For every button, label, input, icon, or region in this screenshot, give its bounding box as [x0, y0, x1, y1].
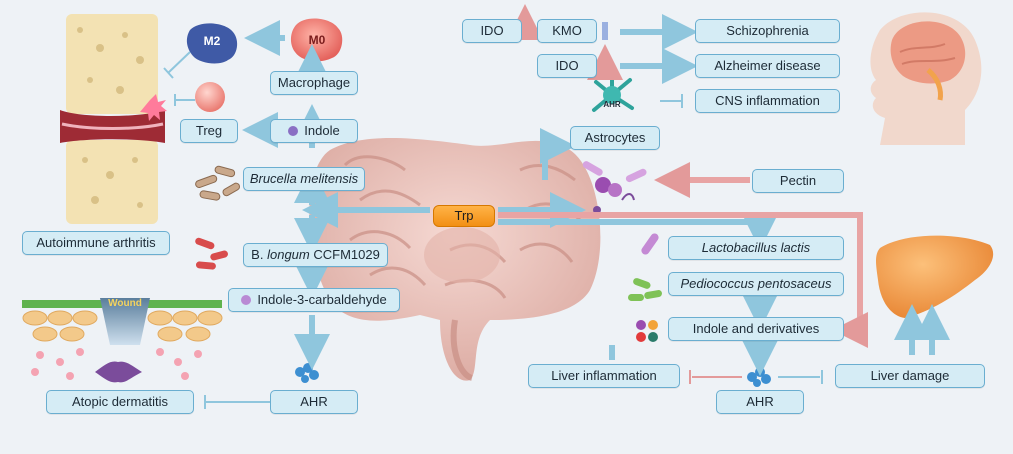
- indole-derivatives-box: Indole and derivatives: [668, 317, 844, 341]
- cns-inflammation-box: CNS inflammation: [695, 89, 840, 113]
- alzheimer-box: Alzheimer disease: [695, 54, 840, 78]
- ahr-right-box: AHR: [716, 390, 804, 414]
- wound-label: Wound: [108, 298, 142, 309]
- i3c-dot-icon: [241, 295, 252, 305]
- b-longum-box: B. longum CCFM1029: [243, 243, 388, 267]
- skin-illustration: [22, 298, 223, 383]
- trp-center-box: Trp: [433, 205, 495, 227]
- liver-damage-box: Liver damage: [835, 364, 985, 388]
- lactobacillus-icon: [641, 233, 659, 255]
- pink-arrows: [498, 4, 868, 348]
- ahr-molecule-icon-right: [747, 367, 771, 387]
- schizophrenia-box: Schizophrenia: [695, 19, 840, 43]
- brucella-label: Brucella melitensis: [249, 171, 359, 186]
- m0-label: M0: [308, 33, 326, 47]
- b-longum-species: longum: [267, 247, 310, 262]
- inhibition-lines-pink: [689, 370, 742, 384]
- b-longum-bacteria-icon: [195, 237, 228, 270]
- indole-dot-icon: [288, 126, 299, 136]
- ido-mid-box: IDO: [537, 54, 597, 78]
- pediococcus-label: Pediococcus pentosaceus: [680, 276, 832, 291]
- pediococcus-icon: [628, 278, 663, 301]
- blue-arrows: [242, 14, 950, 376]
- pediococcus-box: Pediococcus pentosaceus: [668, 272, 844, 296]
- astrocyte-cell-icon: [592, 74, 634, 112]
- b-longum-prefix: B.: [251, 247, 264, 262]
- treg-cell-icon: [195, 82, 225, 112]
- autoimmune-arthritis-box: Autoimmune arthritis: [22, 231, 170, 255]
- atopic-dermatitis-box: Atopic dermatitis: [46, 390, 194, 414]
- lactobacillus-label: Lactobacillus lactis: [701, 240, 811, 255]
- ido-top-box: IDO: [462, 19, 522, 43]
- treg-box: Treg: [180, 119, 238, 143]
- indole-3-carbaldehyde-box: Indole-3-carbaldehyde: [228, 288, 400, 312]
- intestine-illustration: [309, 138, 601, 381]
- i3c-label: Indole-3-carbaldehyde: [257, 292, 387, 307]
- inhibition-lines: [204, 94, 823, 409]
- indole-label: Indole: [304, 123, 340, 138]
- liver-inflammation-box: Liver inflammation: [528, 364, 680, 388]
- m2-label: M2: [203, 34, 221, 48]
- macrophage-box: Macrophage: [270, 71, 358, 95]
- indole-derivatives-dots-icon: [636, 320, 658, 342]
- astrocytes-box: Astrocytes: [570, 126, 660, 150]
- brucella-bacteria-icon: [195, 165, 241, 201]
- knee-joint-illustration: [60, 14, 167, 224]
- ahr-molecule-icon-left: [295, 363, 319, 383]
- pectin-box: Pectin: [752, 169, 844, 193]
- kmo-box: KMO: [537, 19, 597, 43]
- ahr-left-box: AHR: [270, 390, 358, 414]
- brucella-box: Brucella melitensis: [243, 167, 365, 191]
- m2-cell-icon: [186, 23, 238, 64]
- lactobacillus-box: Lactobacillus lactis: [668, 236, 844, 260]
- ahr-star-label: AHR: [603, 100, 621, 109]
- b-longum-strain: CCFM1029: [313, 247, 380, 262]
- human-head-illustration: [870, 12, 982, 146]
- indole-box: Indole: [270, 119, 358, 143]
- liver-illustration: [876, 235, 994, 318]
